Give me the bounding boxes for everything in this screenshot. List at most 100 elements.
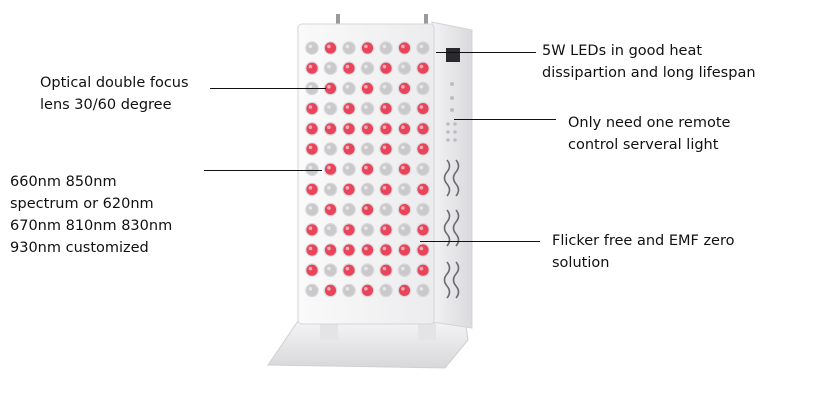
callout-leds-line-2: dissipartion and long lifespan (542, 65, 756, 81)
led-highlight (419, 125, 424, 129)
led-highlight (364, 165, 368, 170)
led-highlight (364, 206, 368, 210)
led-highlight (308, 105, 313, 109)
led-bulb (379, 162, 393, 176)
led-bulb (360, 81, 375, 96)
led-bulb (342, 61, 356, 75)
led-highlight (308, 64, 313, 69)
led-highlight (419, 64, 424, 69)
led-highlight (345, 125, 350, 129)
led-bulb (342, 283, 356, 298)
led-highlight (345, 145, 350, 150)
led-bulb (416, 182, 430, 197)
led-highlight (419, 287, 424, 291)
led-highlight (382, 206, 387, 210)
led-bulb (416, 283, 430, 298)
display-window (446, 48, 460, 62)
led-highlight (327, 266, 331, 271)
led-bulb (323, 81, 338, 96)
led-highlight (364, 266, 368, 271)
led-highlight (382, 125, 387, 129)
led-highlight (419, 165, 424, 170)
callout-flicker-line-1: Flicker free and EMF zero (552, 233, 735, 249)
callout-lens: Optical double focus lens 30/60 degree (40, 72, 189, 116)
led-bulb (342, 202, 356, 217)
led-highlight (401, 206, 405, 210)
led-highlight (364, 64, 368, 69)
led-bulb (360, 122, 375, 136)
led-highlight (419, 226, 424, 230)
led-highlight (382, 246, 387, 251)
callout-remote: Only need one remote control serveral li… (568, 112, 730, 156)
led-bulb (379, 81, 393, 96)
led-bulb (397, 41, 412, 55)
led-bulb (323, 223, 338, 237)
led-bulb (342, 81, 356, 96)
led-bulb (342, 263, 356, 277)
led-bulb (379, 61, 393, 75)
led-highlight (401, 44, 405, 49)
led-bulb (342, 243, 356, 257)
leader-line-leds (436, 52, 536, 53)
led-bulb (305, 223, 319, 237)
led-bulb (416, 81, 430, 96)
led-bulb (305, 122, 319, 136)
led-highlight (401, 64, 405, 69)
led-highlight (308, 44, 313, 49)
led-bulb (305, 263, 319, 277)
led-bulb (397, 162, 412, 176)
led-highlight (401, 287, 405, 291)
led-bulb (305, 142, 319, 156)
led-highlight (327, 206, 331, 210)
led-bulb (323, 101, 338, 116)
led-highlight (401, 266, 405, 271)
led-bulb (323, 263, 338, 277)
led-bulb (360, 202, 375, 217)
led-highlight (327, 186, 331, 190)
led-bulb (379, 243, 393, 257)
led-bulb (323, 122, 338, 136)
led-bulb (397, 223, 412, 237)
led-bulb (379, 283, 393, 298)
led-highlight (345, 85, 350, 89)
led-bulb (397, 81, 412, 96)
led-bulb (379, 223, 393, 237)
led-highlight (382, 287, 387, 291)
led-highlight (401, 165, 405, 170)
led-highlight (364, 246, 368, 251)
led-highlight (308, 145, 313, 150)
led-bulb (342, 162, 356, 176)
led-bulb (416, 202, 430, 217)
led-highlight (345, 206, 350, 210)
callout-spectrum-line-2: spectrum or 620nm (10, 196, 154, 212)
led-bulb (397, 243, 412, 257)
callout-spectrum: 660nm 850nm spectrum or 620nm 670nm 810n… (10, 171, 172, 259)
led-highlight (364, 44, 368, 49)
led-highlight (345, 44, 350, 49)
led-bulb (397, 101, 412, 116)
led-bulb (379, 182, 393, 197)
led-highlight (308, 287, 313, 291)
led-highlight (401, 85, 405, 89)
callout-flicker-line-2: solution (552, 255, 610, 271)
led-highlight (308, 266, 313, 271)
led-bulb (416, 162, 430, 176)
led-bulb (323, 41, 338, 55)
led-bulb (323, 243, 338, 257)
led-highlight (419, 246, 424, 251)
led-bulb (305, 101, 319, 116)
led-highlight (345, 246, 350, 251)
callout-leds: 5W LEDs in good heat dissipartion and lo… (542, 40, 756, 84)
callout-flicker: Flicker free and EMF zero solution (552, 230, 735, 274)
led-highlight (364, 145, 368, 150)
led-highlight (345, 226, 350, 230)
leader-line-flicker (420, 241, 540, 242)
top-screw-left (336, 14, 340, 26)
led-bulb (416, 41, 430, 55)
led-highlight (364, 85, 368, 89)
led-highlight (401, 105, 405, 109)
led-highlight (327, 145, 331, 150)
leader-line-spectrum (204, 170, 322, 171)
led-highlight (308, 125, 313, 129)
